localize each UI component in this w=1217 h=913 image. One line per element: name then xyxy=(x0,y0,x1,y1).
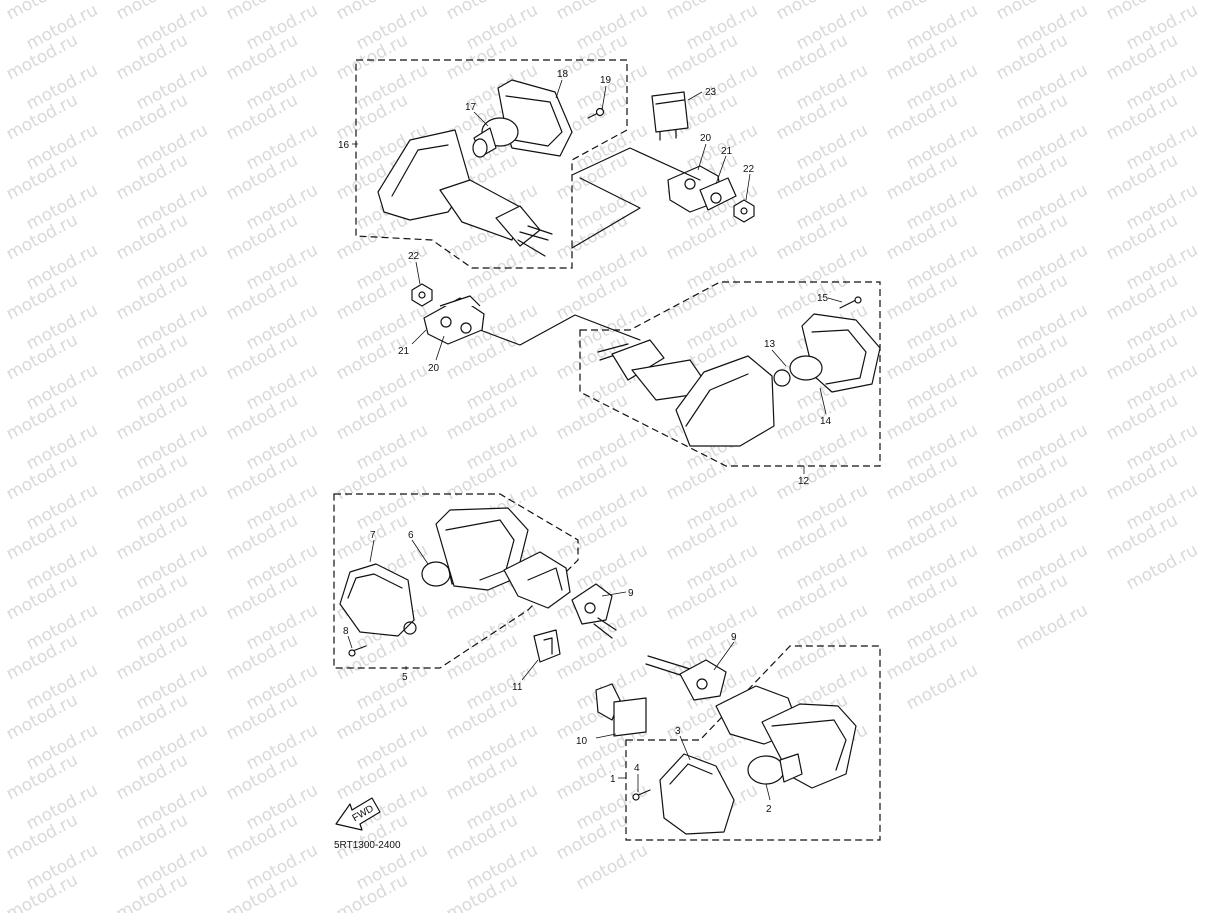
callout-14: 14 xyxy=(820,416,832,427)
callout-22-upper: 22 xyxy=(743,164,755,175)
callout-16: 16 xyxy=(338,140,350,151)
assembly-16 xyxy=(355,59,628,269)
callout-7: 7 xyxy=(370,530,376,541)
callout-13: 13 xyxy=(764,339,776,350)
callout-labels: 16 17 18 19 23 20 21 22 22 21 20 15 13 1… xyxy=(338,69,832,815)
assembly-5 xyxy=(333,493,617,669)
assembly-1 xyxy=(595,645,881,841)
callout-2: 2 xyxy=(766,804,772,815)
callout-18: 18 xyxy=(557,69,569,80)
callout-4: 4 xyxy=(634,763,640,774)
callout-21-middle: 21 xyxy=(398,346,410,357)
diagram-code: 5RT1300-2400 xyxy=(334,840,401,851)
callout-19: 19 xyxy=(600,75,612,86)
callout-leaders xyxy=(347,79,843,801)
callout-8: 8 xyxy=(343,626,349,637)
callout-20-middle: 20 xyxy=(428,363,440,374)
callout-11: 11 xyxy=(512,682,523,693)
callout-5: 5 xyxy=(402,672,408,683)
callout-21-upper: 21 xyxy=(721,146,733,157)
callout-1: 1 xyxy=(610,774,616,785)
callout-15: 15 xyxy=(817,293,829,304)
callout-3: 3 xyxy=(675,726,681,737)
callout-22-middle: 22 xyxy=(408,251,420,262)
callout-10: 10 xyxy=(576,736,588,747)
callout-9-right: 9 xyxy=(731,632,737,643)
callout-6: 6 xyxy=(408,530,414,541)
callout-12: 12 xyxy=(798,476,810,487)
callout-9-left: 9 xyxy=(628,588,634,599)
assembly-12 xyxy=(579,281,881,467)
fwd-arrow-icon: FWD xyxy=(335,797,381,831)
mount-parts-upper xyxy=(651,91,755,223)
callout-20-upper: 20 xyxy=(700,133,712,144)
mount-parts-middle xyxy=(411,283,485,345)
callout-23: 23 xyxy=(705,87,717,98)
callout-17: 17 xyxy=(465,102,477,113)
